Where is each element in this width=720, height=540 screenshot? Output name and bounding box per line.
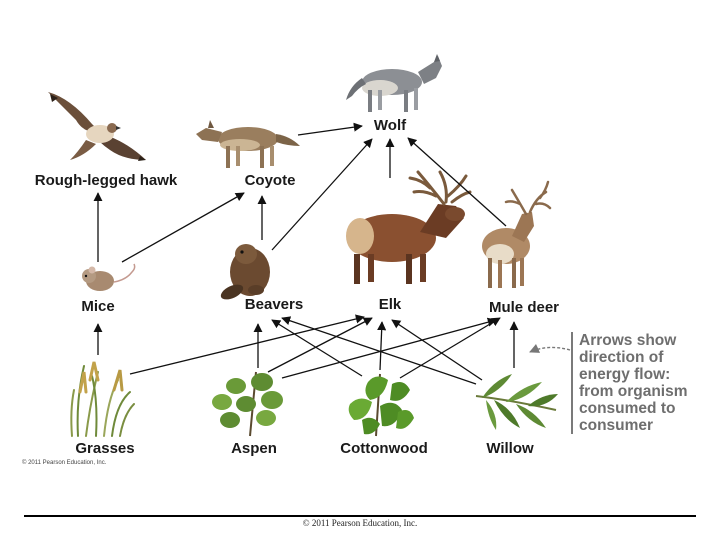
hawk-label: Rough-legged hawk: [34, 172, 178, 189]
beaver-illustration: [220, 244, 270, 300]
coyote-illustration: [196, 120, 300, 168]
legend-pointer-arrow: [529, 343, 571, 353]
arrow-willow-to-elk: [391, 319, 483, 381]
hawk-illustration: [48, 92, 146, 161]
aspen-illustration: [212, 371, 283, 437]
arrow-aspen-to-elk: [267, 317, 373, 373]
grasses-label: Grasses: [75, 440, 135, 457]
wolf-illustration: [346, 54, 442, 112]
arrow-mule-deer-to-wolf: [407, 137, 507, 227]
arrow-cottonwood-to-elk: [377, 321, 387, 371]
mice-label: Mice: [81, 298, 115, 315]
footer-copyright: © 2011 Pearson Education, Inc.: [302, 518, 418, 528]
legend-line: consumed to: [579, 400, 676, 417]
figure-copyright: © 2011 Pearson Education, Inc.: [22, 460, 107, 466]
beavers-label: Beavers: [244, 296, 304, 313]
arrow-aspen-to-mule-deer: [281, 317, 497, 379]
mule-deer-label: Mule deer: [488, 299, 560, 316]
legend-line: Arrows show: [579, 332, 677, 349]
legend-line: from organism: [579, 383, 688, 400]
footer-divider: [24, 515, 696, 517]
arrow-beavers-to-wolf: [271, 138, 373, 251]
mule-deer-illustration: [482, 180, 552, 288]
cottonwood-label: Cottonwood: [340, 440, 428, 457]
aspen-label: Aspen: [231, 440, 277, 457]
grasses-illustration: [70, 361, 135, 437]
coyote-label: Coyote: [244, 172, 296, 189]
legend-line: energy flow:: [579, 366, 671, 383]
elk-label: Elk: [378, 296, 402, 313]
legend-line: direction of: [579, 349, 664, 366]
arrow-mice-to-coyote: [121, 192, 245, 263]
mouse-illustration: [82, 263, 136, 291]
willow-label: Willow: [486, 440, 534, 457]
legend-line: consumer: [579, 417, 654, 434]
arrow-grasses-to-elk: [129, 314, 365, 375]
willow-illustration: [475, 374, 558, 430]
arrow-cottonwood-to-beavers: [271, 319, 363, 377]
arrow-coyote-to-wolf: [297, 122, 363, 136]
energy-flow-legend: Arrows show direction of energy flow: fr…: [571, 332, 719, 434]
cottonwood-illustration: [348, 373, 414, 437]
arrow-willow-to-beavers: [281, 316, 477, 385]
wolf-label: Wolf: [373, 117, 407, 134]
energy-flow-arrows: [93, 122, 519, 385]
arrow-cottonwood-to-mule-deer: [399, 317, 501, 379]
elk-illustration: [346, 170, 472, 284]
